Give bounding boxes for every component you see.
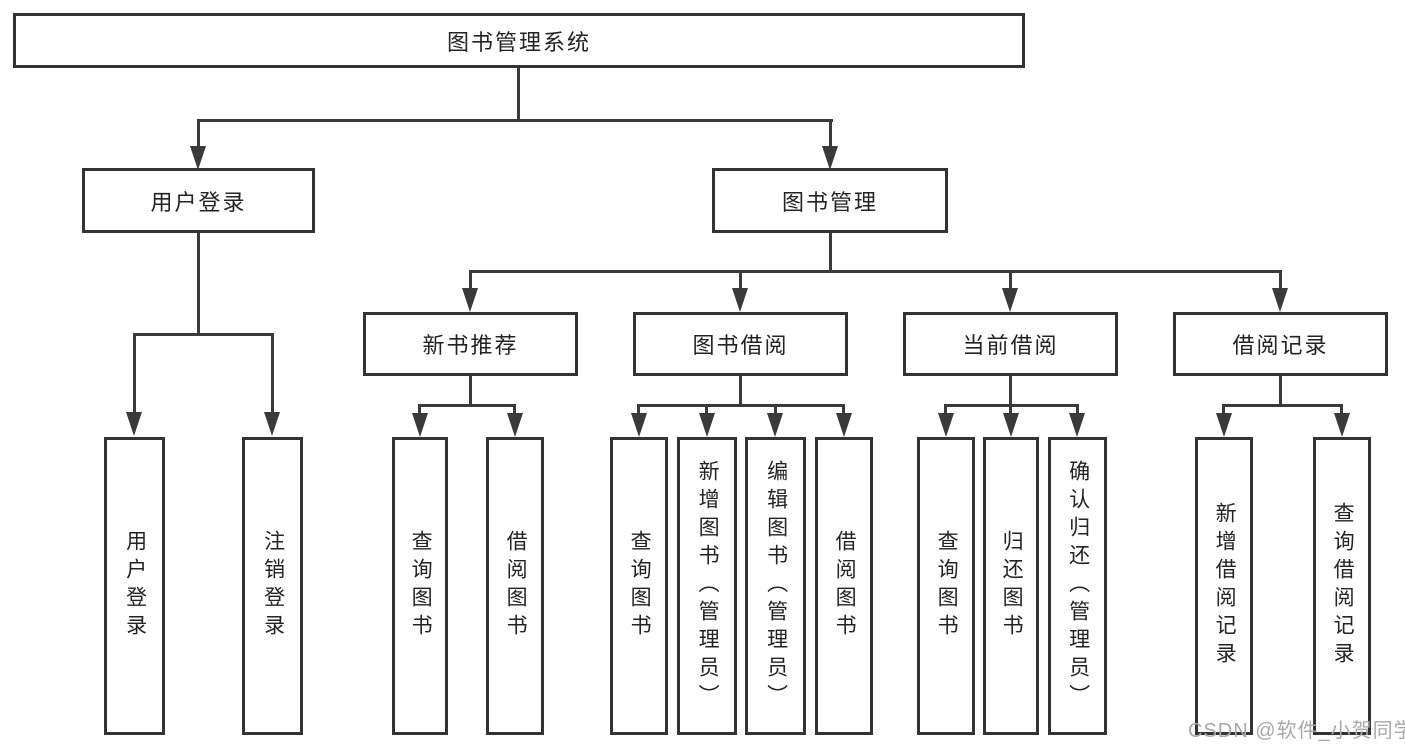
leaf-current-confirm-return-admin: 确认归还（管理员）: [1048, 437, 1107, 735]
connector-line: [1223, 404, 1343, 407]
connector-line: [1279, 376, 1282, 406]
connector-line: [513, 404, 516, 414]
arrow-down-icon: [412, 413, 428, 437]
connector-line: [1009, 376, 1012, 406]
arrow-down-icon: [1334, 413, 1350, 437]
arrow-down-icon: [822, 146, 838, 170]
arrow-down-icon: [1216, 413, 1232, 437]
leaf-borrow-edit-books-admin: 编辑图书（管理员）: [745, 437, 806, 735]
node-label: 图书管理: [781, 189, 878, 215]
connector-line: [133, 333, 274, 336]
connector-line: [1279, 270, 1282, 290]
connector-line: [739, 376, 742, 406]
node-label: 查询图书: [628, 530, 652, 642]
node-label: 归还图书: [1000, 530, 1024, 642]
node-label: 新增图书（管理员）: [696, 460, 720, 712]
connector-line: [271, 333, 274, 413]
watermark-text: CSDN @软件_小贺同学: [1188, 720, 1405, 742]
node-label: 查询图书: [935, 530, 959, 642]
arrow-down-icon: [699, 413, 715, 437]
node-label: 查询图书: [409, 530, 433, 642]
node-label: 图书管理系统: [446, 29, 591, 55]
leaf-borrow-borrow-books: 借阅图书: [815, 437, 873, 735]
connector-line: [469, 270, 472, 290]
node-book-management: 图书管理: [712, 168, 948, 233]
node-borrow-records: 借阅记录: [1173, 312, 1388, 376]
arrow-down-icon: [264, 412, 280, 436]
connector-line: [774, 404, 777, 414]
leaf-newbook-borrow-books: 借阅图书: [486, 437, 544, 735]
arrow-down-icon: [767, 413, 783, 437]
node-label: 借阅图书: [504, 530, 528, 642]
connector-line: [945, 404, 1079, 407]
arrow-down-icon: [462, 288, 478, 312]
connector-line: [739, 270, 742, 290]
leaf-borrow-add-books-admin: 新增图书（管理员）: [677, 437, 737, 735]
node-label: 当前借阅: [962, 333, 1059, 358]
connector-line: [197, 233, 200, 336]
leaf-current-return-books: 归还图书: [983, 437, 1039, 735]
node-label: 编辑图书（管理员）: [764, 460, 788, 712]
arrow-down-icon: [507, 413, 523, 437]
node-new-book-recommend: 新书推荐: [363, 312, 578, 376]
node-library-system: 图书管理系统: [13, 13, 1025, 68]
connector-line: [197, 119, 200, 149]
node-user-login: 用户登录: [82, 168, 315, 233]
leaf-logout: 注销登录: [242, 437, 303, 735]
node-label: 新书推荐: [422, 333, 519, 358]
node-label: 查询借阅记录: [1331, 502, 1355, 670]
connector-line: [1340, 404, 1343, 414]
connector-line: [517, 68, 520, 121]
arrow-down-icon: [631, 413, 647, 437]
connector-line: [469, 376, 472, 406]
connector-line: [469, 270, 1282, 273]
leaf-records-query-record: 查询借阅记录: [1313, 437, 1371, 735]
node-current-borrow: 当前借阅: [903, 312, 1118, 376]
node-label: 借阅记录: [1232, 333, 1329, 358]
connector-line: [197, 119, 833, 122]
connector-line: [418, 404, 421, 414]
leaf-current-query-books: 查询图书: [917, 437, 975, 735]
arrow-down-icon: [1069, 413, 1085, 437]
connector-line: [1009, 270, 1012, 290]
connector-line: [1222, 404, 1225, 414]
connector-line: [638, 404, 845, 407]
connector-line: [133, 333, 136, 413]
leaf-borrow-query-books: 查询图书: [610, 437, 668, 735]
node-label: 确认归还（管理员）: [1066, 460, 1090, 712]
leaf-newbook-query-books: 查询图书: [392, 437, 448, 735]
connector-line: [419, 404, 516, 407]
connector-line: [829, 119, 832, 149]
node-label: 新增借阅记录: [1213, 502, 1237, 670]
arrow-down-icon: [190, 146, 206, 170]
connector-line: [944, 404, 947, 414]
arrow-down-icon: [836, 413, 852, 437]
node-book-borrow: 图书借阅: [633, 312, 848, 376]
connector-line: [1076, 404, 1079, 414]
node-label: 用户登录: [150, 189, 247, 215]
node-label: 用户登录: [123, 530, 147, 642]
connector-line: [705, 404, 708, 414]
arrow-down-icon: [1272, 288, 1288, 312]
arrow-down-icon: [126, 412, 142, 436]
node-label: 借阅图书: [833, 530, 857, 642]
node-label: 图书借阅: [692, 333, 789, 358]
leaf-records-add-record: 新增借阅记录: [1195, 437, 1253, 735]
node-label: 注销登录: [261, 530, 285, 642]
leaf-user-login: 用户登录: [104, 437, 165, 735]
connector-line: [1009, 404, 1012, 414]
arrow-down-icon: [1002, 288, 1018, 312]
connector-line: [637, 404, 640, 414]
arrow-down-icon: [1003, 413, 1019, 437]
arrow-down-icon: [938, 413, 954, 437]
connector-line: [829, 233, 832, 272]
arrow-down-icon: [732, 288, 748, 312]
connector-line: [842, 404, 845, 414]
